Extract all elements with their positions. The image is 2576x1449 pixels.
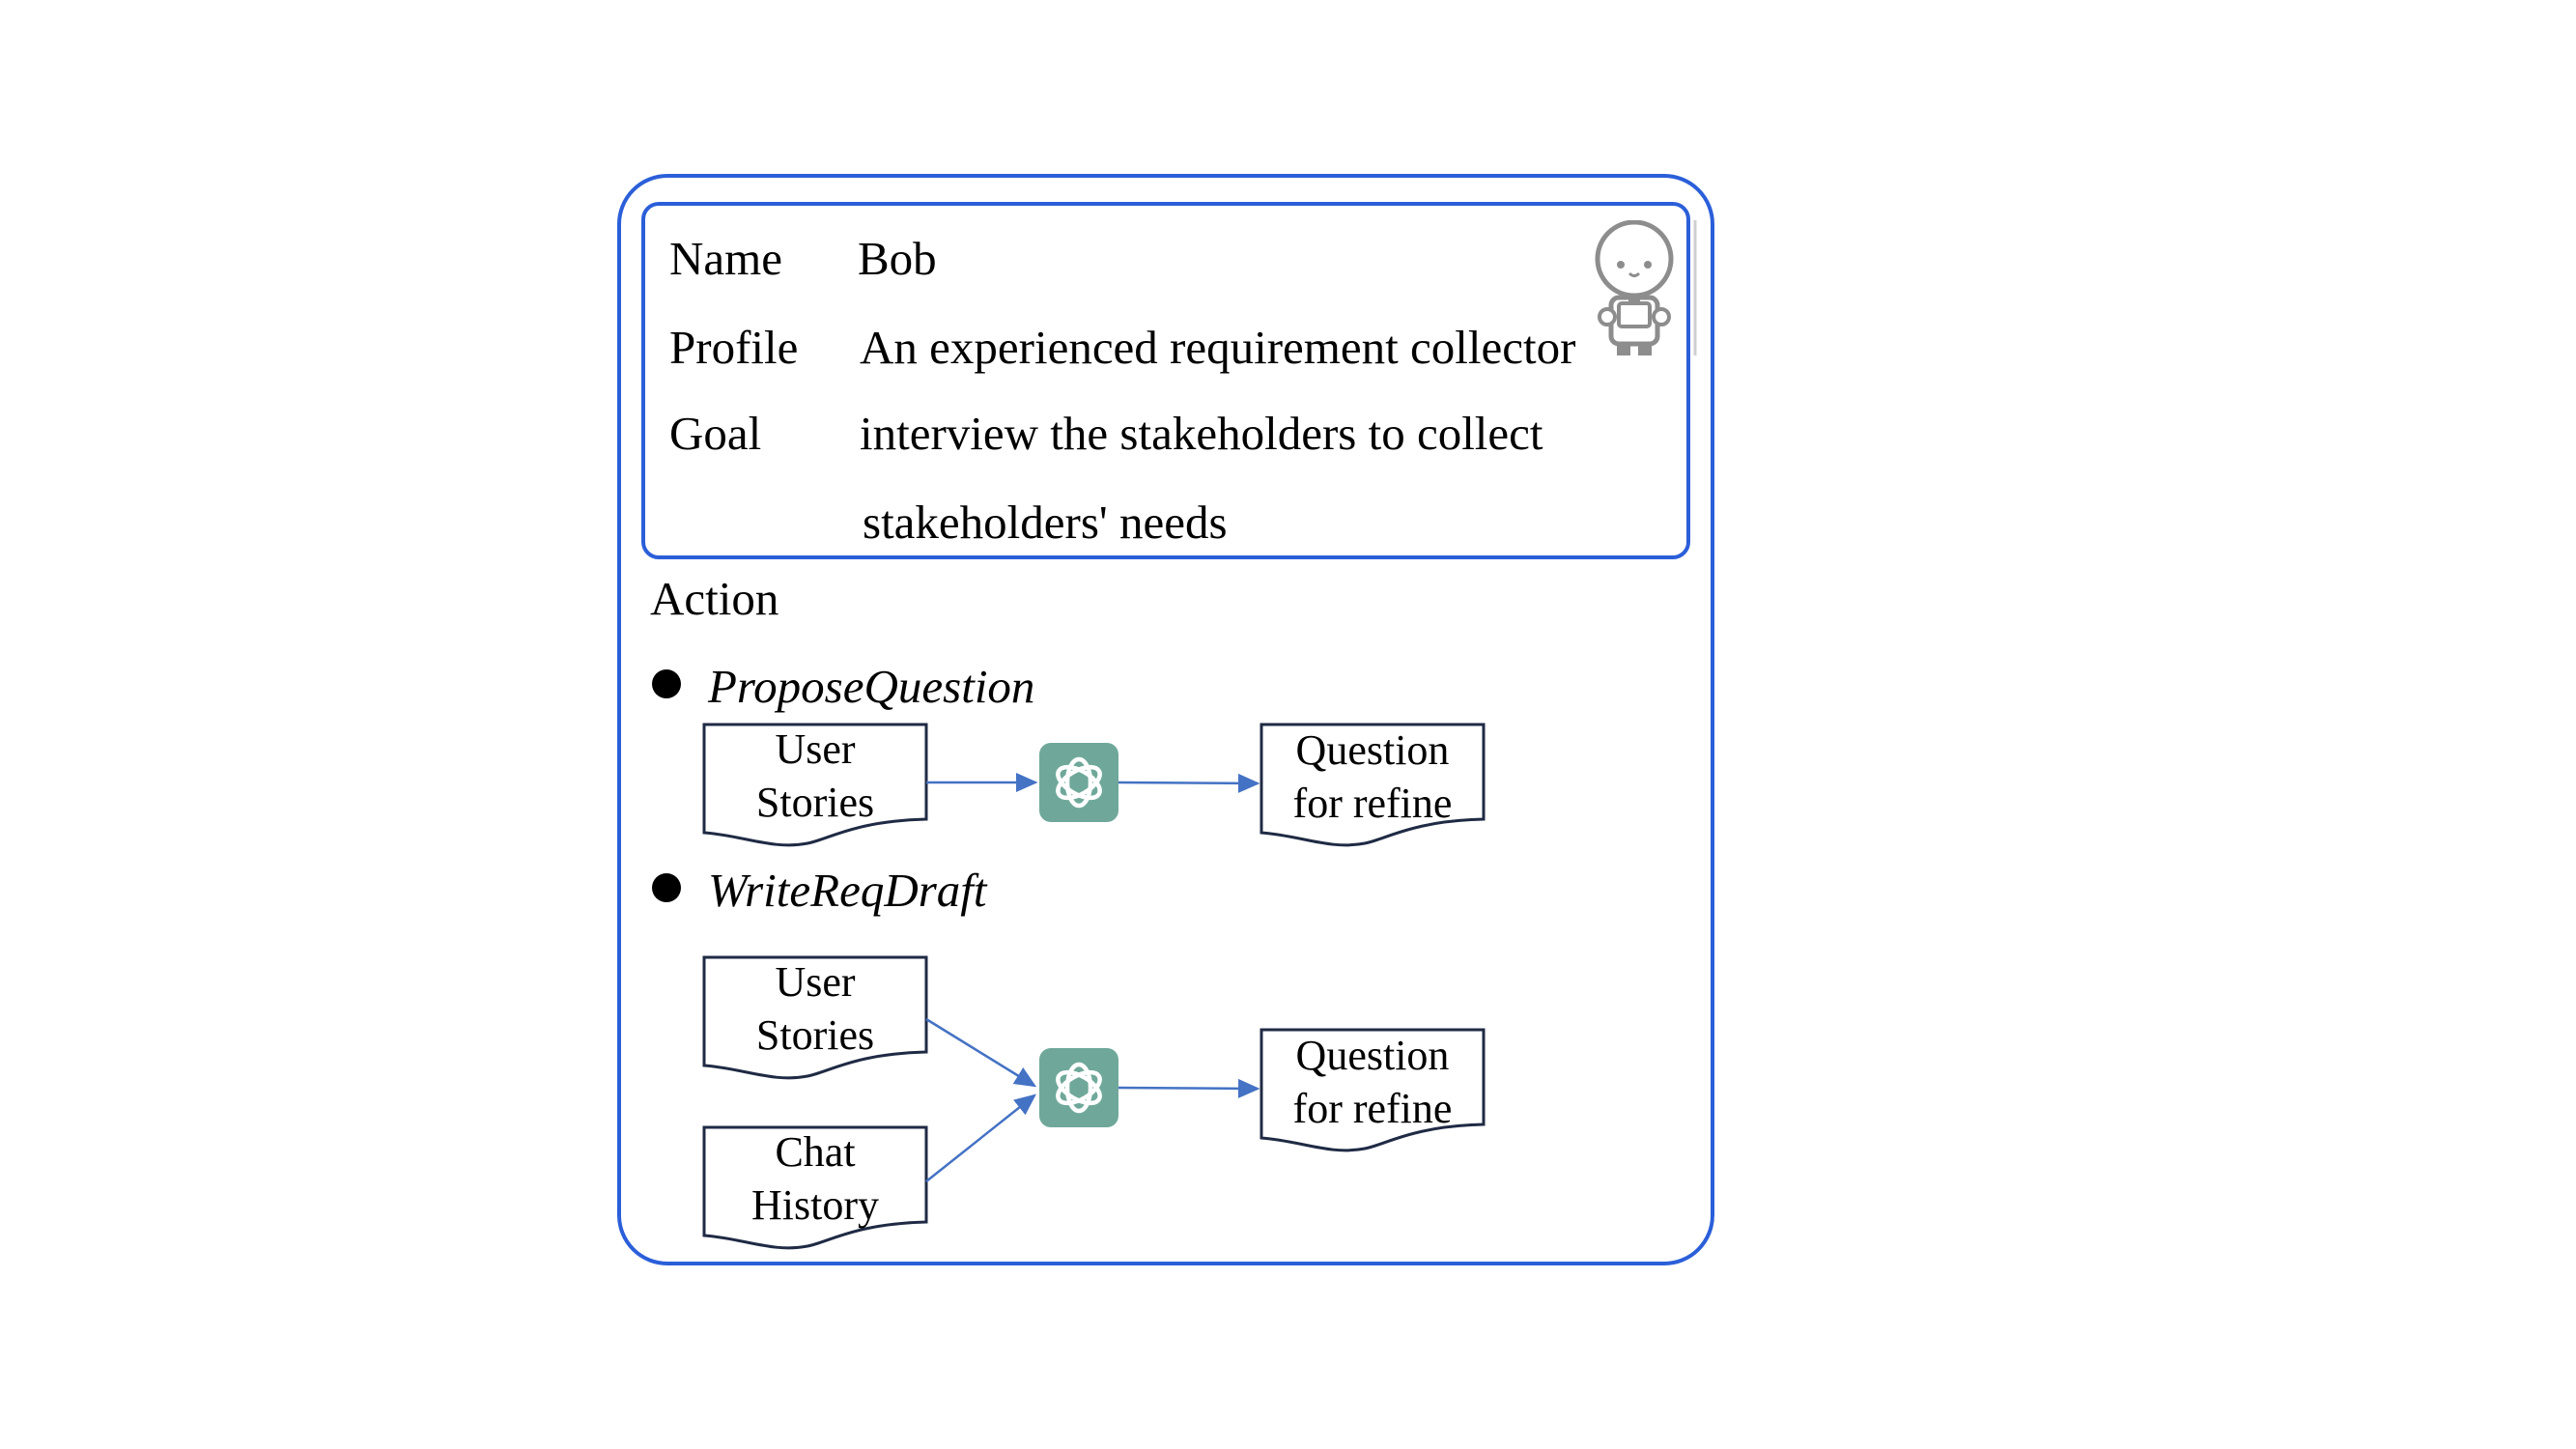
goal-line-1: interview the stakeholders to collect — [860, 407, 1543, 460]
doc-label-line: User — [775, 725, 856, 773]
propose-input-label: User Stories — [704, 723, 926, 829]
arrow-connector — [1118, 773, 1260, 793]
openai-logo-icon — [1039, 1048, 1118, 1127]
doc-label-line: Stories — [755, 1011, 875, 1059]
goal-label: Goal — [669, 407, 762, 460]
goal-line-2: stakeholders' needs — [863, 496, 1228, 549]
arrow-connector — [1118, 1078, 1260, 1098]
action-heading: Action — [650, 572, 779, 625]
propose-output-label: Question for refine — [1261, 724, 1484, 830]
write-input-1-label: User Stories — [704, 955, 926, 1062]
arrow-connector — [925, 1017, 1037, 1088]
name-label: Name — [669, 232, 782, 285]
doc-label-line: History — [751, 1181, 879, 1229]
bullet-icon — [652, 873, 681, 902]
doc-label-line: Question — [1295, 1032, 1450, 1079]
write-input-document-2 — [702, 1125, 928, 1250]
propose-question-title: ProposeQuestion — [708, 660, 1035, 713]
propose-input-document — [702, 723, 928, 847]
propose-output-document — [1260, 723, 1486, 847]
name-value: Bob — [858, 232, 937, 285]
doc-label-line: for refine — [1292, 1085, 1453, 1132]
write-input-2-label: Chat History — [704, 1125, 926, 1232]
doc-label-line: Stories — [755, 779, 875, 826]
bullet-icon — [652, 669, 681, 698]
doc-label-line: for refine — [1292, 780, 1453, 827]
write-output-document — [1260, 1028, 1486, 1152]
agent-card — [617, 174, 1714, 1265]
person-avatar-icon — [1595, 220, 1697, 355]
arrow-connector — [925, 1094, 1036, 1182]
profile-value: An experienced requirement collector — [860, 321, 1576, 374]
doc-label-line: Question — [1295, 726, 1450, 774]
write-req-draft-title: WriteReqDraft — [708, 864, 987, 917]
openai-logo-icon — [1039, 743, 1118, 822]
write-input-document-1 — [702, 955, 928, 1080]
doc-label-line: Chat — [775, 1128, 856, 1176]
doc-label-line: User — [775, 958, 856, 1006]
profile-label: Profile — [669, 321, 799, 374]
profile-box — [641, 202, 1690, 559]
write-output-label: Question for refine — [1261, 1029, 1484, 1135]
